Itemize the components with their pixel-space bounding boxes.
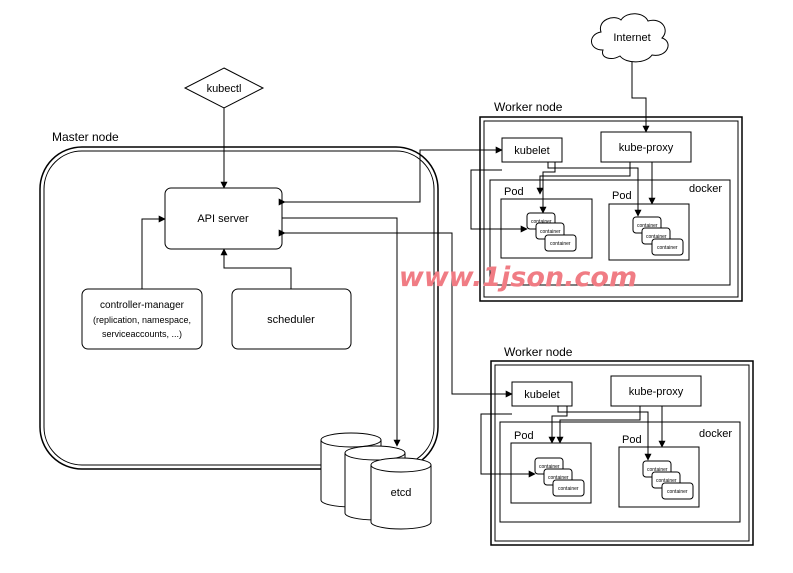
- worker-node-2-kubelet-label: kubelet: [524, 389, 559, 401]
- svg-text:container: container: [558, 486, 579, 492]
- arrow-internet-to-kube-proxy: [631, 62, 650, 133]
- svg-text:container: container: [539, 464, 560, 470]
- arrow-api-kubelet-1: [278, 146, 503, 206]
- worker-node-1-kube-proxy-label: kube-proxy: [619, 142, 674, 154]
- svg-text:container: container: [656, 478, 677, 484]
- svg-text:container: container: [667, 489, 688, 495]
- controller-manager-line1: controller-manager: [100, 300, 185, 311]
- arrow-kubelet-1-to-pod-1-b: [539, 162, 556, 214]
- svg-text:container: container: [531, 219, 552, 225]
- svg-text:container: container: [646, 234, 667, 240]
- internet-cloud-icon: [591, 13, 669, 63]
- arrow-controller-to-api: [141, 215, 166, 289]
- worker-node-1-kube-proxy-box: [600, 131, 692, 163]
- worker-node-2-kubelet-box: [511, 381, 573, 407]
- arrow-kubelet-2-to-pod-1-b: [548, 406, 568, 444]
- worker-node-1-pod-2-label: Pod: [612, 190, 632, 202]
- controller-manager-line2: (replication, namespace,: [93, 315, 191, 325]
- worker-node-2-kube-proxy-label: kube-proxy: [629, 386, 684, 398]
- worker-node-2-pod-1-label: Pod: [514, 430, 534, 442]
- watermark: www.1json.com: [399, 262, 637, 293]
- worker-node-1-frame-inner: [483, 120, 739, 298]
- worker-node-1-kubelet-label: kubelet: [514, 145, 549, 157]
- api-server-label: API server: [197, 213, 249, 225]
- etcd-database-icon: [320, 432, 432, 530]
- worker-node-1-docker-label: docker: [689, 183, 722, 195]
- arrow-kubelet-2-to-pod-1: [480, 413, 536, 478]
- svg-text:container: container: [548, 475, 569, 481]
- controller-manager-line3: serviceaccounts, ...): [102, 329, 182, 339]
- svg-text:container: container: [657, 245, 678, 251]
- worker-node-1-pod-1-label: Pod: [504, 186, 524, 198]
- arrow-kubelet-1-to-pod-2: [547, 162, 642, 217]
- worker-node-2-frame-outer: [490, 360, 754, 546]
- master-node-title: Master node: [52, 130, 119, 144]
- arrow-kubelet-1-to-pod-1: [470, 169, 528, 233]
- svg-text:container: container: [540, 229, 561, 235]
- worker-node-2-title: Worker node: [504, 345, 573, 359]
- worker-node-2-docker-label: docker: [699, 428, 732, 440]
- worker-node-1-title: Worker node: [494, 100, 563, 114]
- etcd-label: etcd: [391, 487, 412, 499]
- worker-node-2-docker-box: [499, 421, 741, 523]
- svg-text:container: container: [647, 467, 668, 473]
- svg-text:container: container: [637, 223, 658, 229]
- worker-node-2-pod-1-containers: container container container: [534, 457, 585, 497]
- arrow-scheduler-to-api: [220, 248, 292, 289]
- worker-node-1-pod-1-containers: container container container: [526, 212, 577, 252]
- worker-node-1-frame-outer: [479, 116, 743, 302]
- kubectl-label: kubectl: [207, 83, 242, 95]
- arrow-kubelet-2-to-pod-2: [557, 406, 652, 461]
- scheduler-label: scheduler: [267, 314, 315, 326]
- arrow-api-kubelet-2: [278, 229, 513, 398]
- svg-text:container: container: [550, 241, 571, 247]
- worker-node-1-pod-2-containers: container container container: [632, 216, 684, 256]
- worker-node-2-frame-inner: [494, 364, 750, 542]
- worker-node-2-pod-2-containers: container container container: [642, 460, 694, 500]
- arrow-kube-proxy-1-to-pod-1: [536, 162, 631, 195]
- worker-node-2-pod-2-label: Pod: [622, 434, 642, 446]
- internet-label: Internet: [613, 32, 650, 44]
- worker-node-2-kube-proxy-box: [610, 375, 702, 407]
- arrow-kube-proxy-2-to-pod-1: [556, 406, 641, 444]
